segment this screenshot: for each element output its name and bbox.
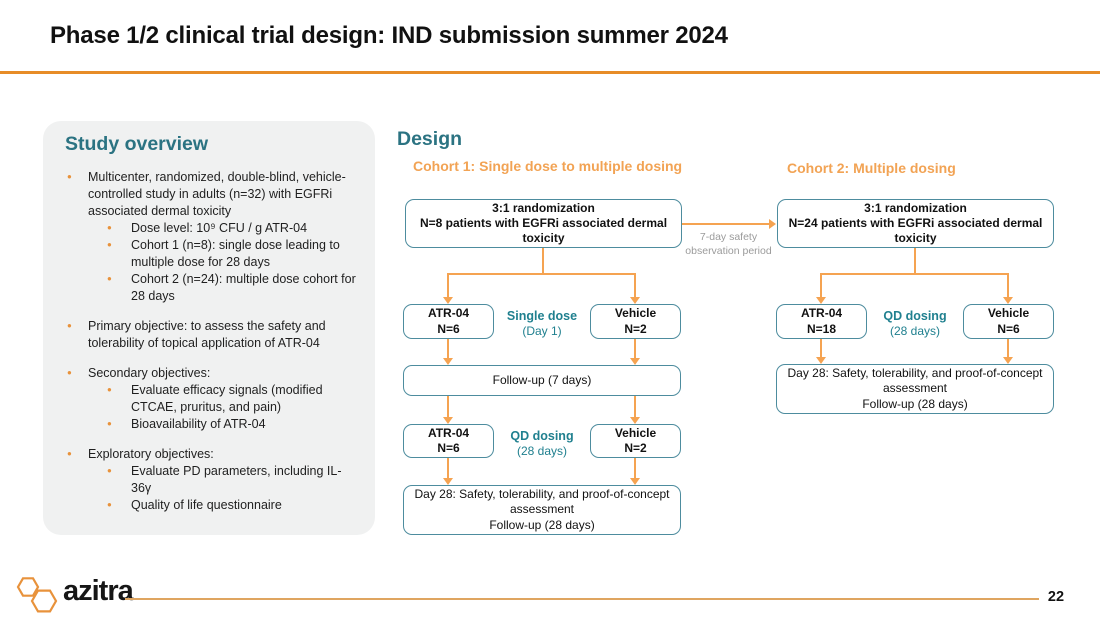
arrowhead-down-icon bbox=[1003, 297, 1013, 304]
arrowhead-down-icon bbox=[443, 358, 453, 365]
arrowhead-down-icon bbox=[443, 417, 453, 424]
list-item: Quality of life questionnaire bbox=[43, 497, 361, 514]
day28-text: Day 28: Safety, tolerability, and proof-… bbox=[787, 366, 1043, 396]
day28-followup-text: Follow-up (28 days) bbox=[862, 396, 968, 411]
connector-line bbox=[634, 339, 636, 358]
cohort1-atr04-box-2: ATR-04 N=6 bbox=[403, 424, 494, 458]
arrowhead-down-icon bbox=[816, 297, 826, 304]
connector-line bbox=[634, 273, 636, 297]
arrowhead-down-icon bbox=[630, 358, 640, 365]
randomization-n: N=8 patients with EGFRi associated derma… bbox=[419, 215, 668, 246]
arm-n: N=18 bbox=[806, 321, 837, 336]
arm-name: ATR-04 bbox=[427, 425, 470, 440]
cohort1-randomization-box: 3:1 randomization N=8 patients with EGFR… bbox=[405, 199, 682, 248]
arrowhead-down-icon bbox=[443, 297, 453, 304]
qd-dosing-label-cohort2: QD dosing (28 days) bbox=[867, 308, 963, 340]
day28-text: Day 28: Safety, tolerability, and proof-… bbox=[414, 487, 670, 517]
connector-line bbox=[634, 396, 636, 417]
arm-name: ATR-04 bbox=[800, 306, 843, 321]
design-heading: Design bbox=[397, 128, 463, 150]
arm-n: N=2 bbox=[624, 441, 647, 455]
arm-n: N=2 bbox=[624, 321, 647, 336]
arm-n: N=6 bbox=[437, 321, 460, 336]
dose-label-main: QD dosing bbox=[510, 429, 574, 443]
arrowhead-down-icon bbox=[630, 297, 640, 304]
footer-divider bbox=[125, 598, 1039, 600]
day28-followup-text: Follow-up (28 days) bbox=[489, 517, 595, 532]
azitra-logo bbox=[15, 576, 61, 619]
arm-name: Vehicle bbox=[614, 306, 657, 321]
hexagons-icon bbox=[16, 577, 58, 613]
arm-name: Vehicle bbox=[614, 425, 657, 440]
cohort2-day28-box: Day 28: Safety, tolerability, and proof-… bbox=[776, 364, 1054, 414]
arm-n: N=6 bbox=[997, 321, 1020, 336]
qd-dosing-label-cohort1: QD dosing (28 days) bbox=[494, 428, 590, 460]
cohort2-atr04-box: ATR-04 N=18 bbox=[776, 304, 867, 339]
connector-line bbox=[542, 248, 544, 273]
followup-text: Follow-up (7 days) bbox=[492, 372, 592, 387]
arrowhead-right-icon bbox=[769, 219, 776, 229]
connector-line bbox=[447, 273, 636, 275]
connector-line bbox=[820, 273, 822, 297]
study-overview-list: Multicenter, randomized, double-blind, v… bbox=[43, 169, 361, 514]
cohort1-vehicle-box-2: Vehicle N=2 bbox=[590, 424, 681, 458]
dose-label-main: Single dose bbox=[506, 309, 578, 323]
transition-arrow-line bbox=[682, 223, 770, 225]
dose-label-main: QD dosing bbox=[883, 309, 947, 323]
list-item: Multicenter, randomized, double-blind, v… bbox=[43, 169, 361, 220]
list-item: Cohort 2 (n=24): multiple dose cohort fo… bbox=[43, 271, 361, 305]
list-item: Bioavailability of ATR-04 bbox=[43, 416, 361, 433]
connector-line bbox=[447, 339, 449, 358]
arm-n: N=6 bbox=[437, 441, 460, 455]
note-line: 7-day safety bbox=[699, 231, 758, 243]
arrowhead-down-icon bbox=[630, 478, 640, 485]
list-item: Secondary objectives: bbox=[43, 365, 361, 382]
connector-line bbox=[820, 273, 1009, 275]
study-overview-panel: Study overview Multicenter, randomized, … bbox=[43, 121, 375, 535]
connector-line bbox=[820, 339, 822, 357]
cohort2-header: Cohort 2: Multiple dosing bbox=[787, 160, 956, 176]
dose-label-sub: (Day 1) bbox=[522, 324, 562, 339]
arrowhead-down-icon bbox=[443, 478, 453, 485]
connector-line bbox=[447, 273, 449, 297]
randomization-ratio: 3:1 randomization bbox=[864, 200, 967, 215]
connector-line bbox=[447, 396, 449, 417]
arrowhead-down-icon bbox=[630, 417, 640, 424]
arm-name: Vehicle bbox=[987, 306, 1030, 321]
connector-line bbox=[634, 458, 636, 478]
list-item: Cohort 1 (n=8): single dose leading to m… bbox=[43, 237, 361, 271]
list-item: Primary objective: to assess the safety … bbox=[43, 318, 361, 352]
page-title: Phase 1/2 clinical trial design: IND sub… bbox=[50, 22, 728, 49]
cohort1-followup-box: Follow-up (7 days) bbox=[403, 365, 681, 396]
connector-line bbox=[447, 458, 449, 478]
connector-line bbox=[1007, 273, 1009, 297]
cohort1-vehicle-box-1: Vehicle N=2 bbox=[590, 304, 681, 339]
cohort2-randomization-box: 3:1 randomization N=24 patients with EGF… bbox=[777, 199, 1054, 248]
logo-wordmark: azitra bbox=[63, 575, 134, 607]
connector-line bbox=[914, 248, 916, 273]
cohort1-atr04-box-1: ATR-04 N=6 bbox=[403, 304, 494, 339]
randomization-ratio: 3:1 randomization bbox=[492, 200, 595, 215]
arrowhead-down-icon bbox=[816, 357, 826, 364]
cohort1-header: Cohort 1: Single dose to multiple dosing bbox=[413, 158, 683, 174]
list-item: Evaluate efficacy signals (modified CTCA… bbox=[43, 382, 361, 416]
dose-label-sub: (28 days) bbox=[516, 444, 568, 459]
list-item: Exploratory objectives: bbox=[43, 446, 361, 463]
dose-label-sub: (28 days) bbox=[889, 324, 941, 339]
cohort1-day28-box: Day 28: Safety, tolerability, and proof-… bbox=[403, 485, 681, 535]
page-number: 22 bbox=[1047, 589, 1065, 605]
header-divider bbox=[0, 71, 1100, 74]
study-overview-heading: Study overview bbox=[65, 133, 209, 155]
list-item: Evaluate PD parameters, including IL-36γ bbox=[43, 463, 361, 497]
note-line: observation period bbox=[685, 244, 772, 257]
single-dose-label: Single dose (Day 1) bbox=[494, 308, 590, 340]
cohort2-vehicle-box: Vehicle N=6 bbox=[963, 304, 1054, 339]
safety-observation-note: 7-day safety observation period bbox=[676, 231, 781, 258]
connector-line bbox=[1007, 339, 1009, 357]
list-item: Dose level: 10⁹ CFU / g ATR-04 bbox=[43, 220, 361, 237]
arrowhead-down-icon bbox=[1003, 357, 1013, 364]
randomization-n: N=24 patients with EGFRi associated derm… bbox=[788, 215, 1043, 246]
arm-name: ATR-04 bbox=[427, 306, 470, 321]
